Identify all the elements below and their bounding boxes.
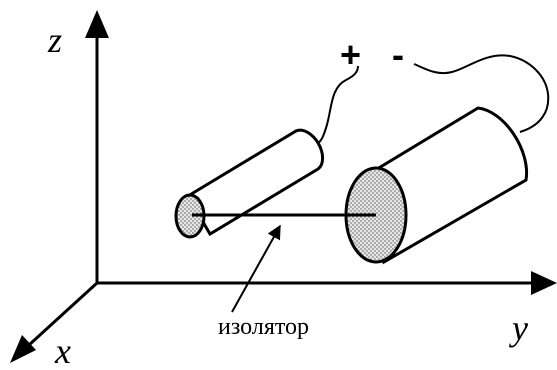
small-cylinder-body (185, 128, 325, 237)
insulator-label: изолятор (218, 314, 309, 340)
small-cylinder (174, 128, 325, 239)
minus-wire (413, 54, 550, 133)
axes (10, 10, 557, 363)
y-axis-arrowhead (531, 271, 557, 295)
large-cylinder (344, 106, 529, 265)
plus-sign: + (340, 34, 361, 75)
x-axis (16, 281, 99, 357)
y-axis-label: y (509, 308, 528, 348)
x-axis-label: x (54, 331, 71, 370)
x-axis-arrowhead (10, 335, 36, 363)
z-axis-arrowhead (85, 10, 109, 38)
large-cylinder-body (370, 106, 529, 265)
insulator-pointer-arrow (231, 224, 281, 313)
z-axis-label: z (47, 20, 62, 60)
minus-sign: - (392, 34, 404, 75)
